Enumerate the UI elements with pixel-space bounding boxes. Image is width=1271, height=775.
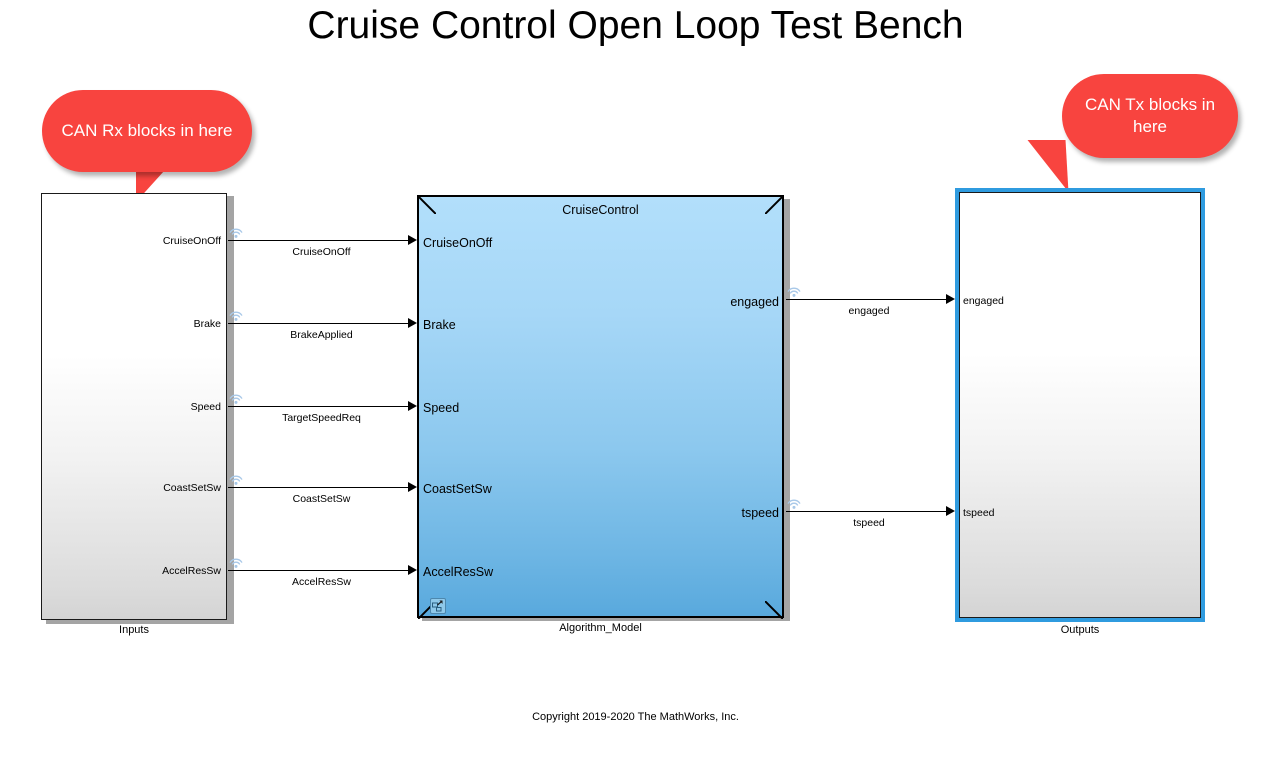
page-title: Cruise Control Open Loop Test Bench bbox=[307, 4, 964, 47]
cc-input-speed: Speed bbox=[423, 401, 460, 415]
signal-label-coastsetsw: CoastSetSw bbox=[292, 493, 351, 505]
algorithm-model-label: Algorithm_Model bbox=[559, 622, 642, 634]
callout-can-rx[interactable]: CAN Rx blocks in here bbox=[42, 90, 252, 172]
inputs-port-accelressw: AccelResSw bbox=[162, 565, 221, 577]
cc-input-brake: Brake bbox=[423, 318, 456, 332]
signal-label-tspeed: tspeed bbox=[853, 517, 885, 529]
wireless-signal-icon bbox=[786, 495, 802, 510]
callout-can-rx-label: CAN Rx blocks in here bbox=[61, 121, 233, 140]
signal-label-accelressw: AccelResSw bbox=[292, 576, 351, 588]
signal-arrow-coastsetsw bbox=[408, 482, 417, 492]
cc-input-accelressw: AccelResSw bbox=[423, 565, 494, 579]
cc-output-tspeed: tspeed bbox=[741, 506, 779, 520]
outputs-selection-outline bbox=[955, 188, 1205, 622]
signal-label-targetspeedreq: TargetSpeedReq bbox=[282, 412, 361, 424]
cc-input-coastsetsw: CoastSetSw bbox=[423, 482, 492, 496]
signal-label-engaged: engaged bbox=[848, 305, 890, 317]
wireless-signal-icon bbox=[228, 554, 244, 569]
inputs-port-speed: Speed bbox=[190, 401, 221, 413]
copyright-notice: Copyright 2019-2020 The MathWorks, Inc. bbox=[532, 711, 739, 723]
signal-label-cruiseonoff: CruiseOnOff bbox=[292, 246, 351, 258]
signal-line-tspeed[interactable] bbox=[786, 511, 952, 512]
cc-output-engaged: engaged bbox=[730, 295, 779, 309]
wireless-signal-icon bbox=[228, 224, 244, 239]
inputs-port-coastsetsw: CoastSetSw bbox=[163, 482, 221, 494]
signal-line-coastsetsw[interactable] bbox=[228, 487, 415, 488]
signal-arrow-brakeapplied bbox=[408, 318, 417, 328]
callout-tx-tail bbox=[1027, 140, 1079, 192]
outputs-block-label: Outputs bbox=[1060, 624, 1100, 636]
algorithm-model-title: CruiseControl bbox=[562, 203, 639, 217]
model-reference-icon[interactable] bbox=[430, 598, 446, 614]
callout-can-tx-label: CAN Tx blocks in here bbox=[1084, 95, 1216, 136]
wireless-signal-icon bbox=[228, 307, 244, 322]
signal-line-engaged[interactable] bbox=[786, 299, 952, 300]
signal-line-targetspeedreq[interactable] bbox=[228, 406, 415, 407]
wireless-signal-icon bbox=[786, 283, 802, 298]
signal-line-brakeapplied[interactable] bbox=[228, 323, 415, 324]
inputs-block[interactable] bbox=[41, 193, 227, 620]
cc-input-cruiseonoff: CruiseOnOff bbox=[423, 236, 493, 250]
outputs-block[interactable] bbox=[959, 192, 1201, 618]
signal-label-brakeapplied: BrakeApplied bbox=[290, 329, 353, 341]
signal-line-accelressw[interactable] bbox=[228, 570, 415, 571]
inputs-port-cruiseonoff: CruiseOnOff bbox=[162, 235, 221, 247]
signal-arrow-engaged bbox=[946, 294, 955, 304]
signal-line-cruiseonoff[interactable] bbox=[228, 240, 415, 241]
signal-arrow-targetspeedreq bbox=[408, 401, 417, 411]
algorithm-model-block[interactable] bbox=[417, 195, 784, 618]
inputs-port-brake: Brake bbox=[193, 318, 221, 330]
signal-arrow-accelressw bbox=[408, 565, 417, 575]
wireless-signal-icon bbox=[228, 390, 244, 405]
inputs-block-label: Inputs bbox=[119, 624, 149, 636]
wireless-signal-icon bbox=[228, 471, 244, 486]
signal-arrow-tspeed bbox=[946, 506, 955, 516]
outputs-port-engaged: engaged bbox=[963, 295, 1004, 307]
callout-can-tx[interactable]: CAN Tx blocks in here bbox=[1062, 74, 1238, 158]
signal-arrow-cruiseonoff bbox=[408, 235, 417, 245]
outputs-port-tspeed: tspeed bbox=[963, 507, 995, 519]
model-corner-bottom-right-icon bbox=[765, 601, 783, 619]
